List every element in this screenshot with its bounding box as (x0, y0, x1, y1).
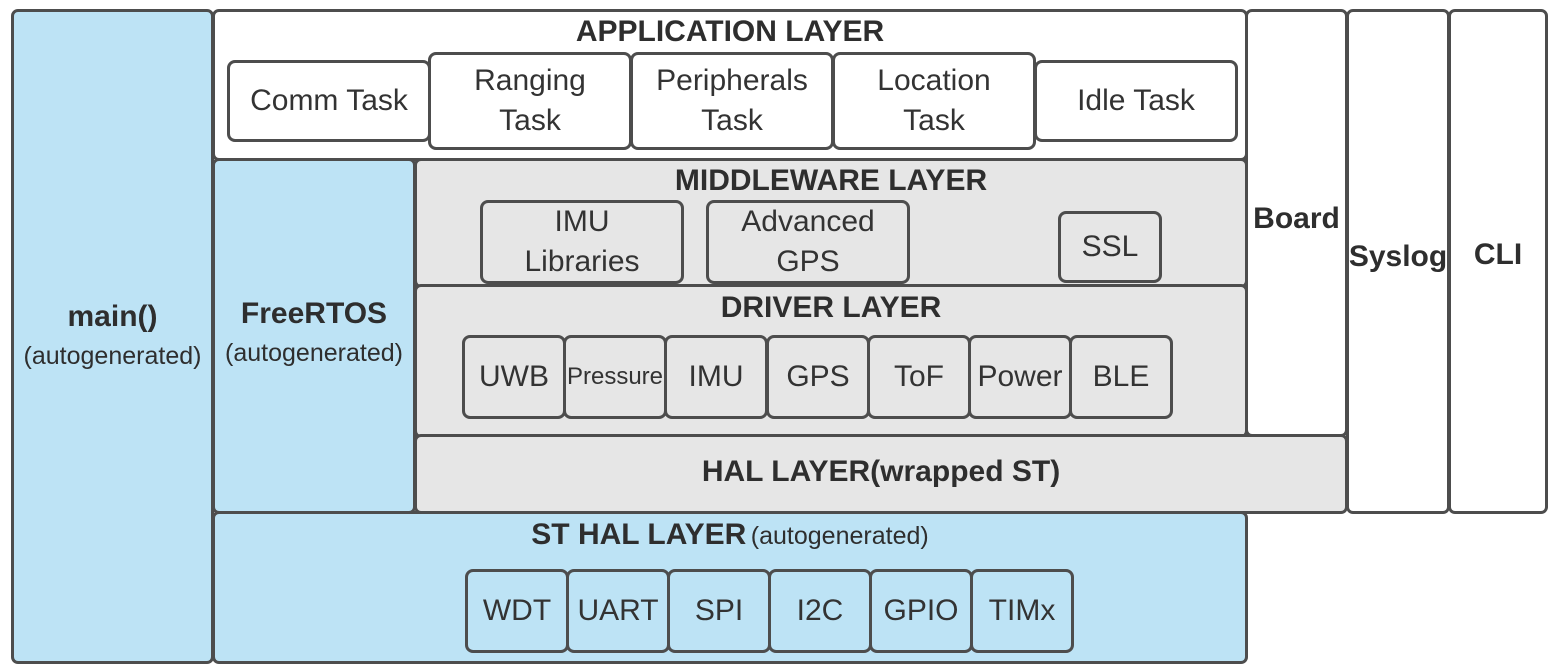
driver-power: Power (968, 335, 1072, 419)
driver-ble: BLE (1069, 335, 1173, 419)
middleware-layer-title: MIDDLEWARE LAYER (674, 164, 988, 197)
driver-tof: ToF (867, 335, 971, 419)
freertos-title: FreeRTOS (240, 297, 388, 330)
main-title: main() (67, 300, 158, 333)
st-hal-gpio: GPIO (869, 569, 973, 653)
middleware-imu-libraries: IMU Libraries (480, 200, 684, 284)
middleware-layer: MIDDLEWARE LAYER IMU Libraries Advanced … (414, 158, 1248, 288)
main-subtitle: (autogenerated) (23, 342, 202, 370)
hal-layer-title: HAL LAYER(wrapped ST) (701, 455, 1061, 488)
driver-layer: DRIVER LAYER UWB Pressure IMU GPS ToF Po… (414, 284, 1248, 438)
task-idle: Idle Task (1034, 60, 1238, 142)
st-hal-layer-title: ST HAL LAYER (531, 518, 747, 551)
st-hal-layer-subtitle: (autogenerated) (750, 522, 929, 550)
syslog-block: Syslog (1346, 9, 1450, 514)
driver-imu: IMU (664, 335, 768, 419)
cli-block: CLI (1448, 9, 1548, 514)
syslog-label: Syslog (1348, 240, 1448, 273)
st-hal-spi: SPI (667, 569, 771, 653)
task-location: Location Task (832, 52, 1036, 150)
st-hal-i2c: I2C (768, 569, 872, 653)
freertos-subtitle: (autogenerated) (225, 339, 403, 367)
st-hal-layer: ST HAL LAYER (autogenerated) WDT UART SP… (212, 511, 1248, 664)
st-hal-wdt: WDT (465, 569, 569, 653)
board-label: Board (1253, 202, 1340, 235)
board-block: Board (1245, 9, 1348, 437)
task-ranging: Ranging Task (428, 52, 632, 150)
application-layer: APPLICATION LAYER Comm Task Ranging Task… (212, 9, 1248, 161)
main-block: main() (autogenerated) (11, 9, 214, 664)
st-hal-timx: TIMx (970, 569, 1074, 653)
middleware-ssl: SSL (1058, 211, 1162, 283)
st-hal-uart: UART (566, 569, 670, 653)
hal-layer: HAL LAYER(wrapped ST) (414, 434, 1348, 514)
driver-gps: GPS (766, 335, 870, 419)
freertos-block: FreeRTOS (autogenerated) (212, 158, 416, 514)
cli-label: CLI (1473, 238, 1523, 271)
task-comm: Comm Task (227, 60, 431, 142)
driver-pressure: Pressure (563, 335, 667, 419)
driver-uwb: UWB (462, 335, 566, 419)
middleware-advanced-gps: Advanced GPS (706, 200, 910, 284)
application-layer-title: APPLICATION LAYER (575, 15, 885, 48)
st-hal-layer-heading: ST HAL LAYER (autogenerated) (215, 518, 1245, 552)
task-peripherals: Peripherals Task (630, 52, 834, 150)
driver-layer-title: DRIVER LAYER (720, 291, 942, 324)
